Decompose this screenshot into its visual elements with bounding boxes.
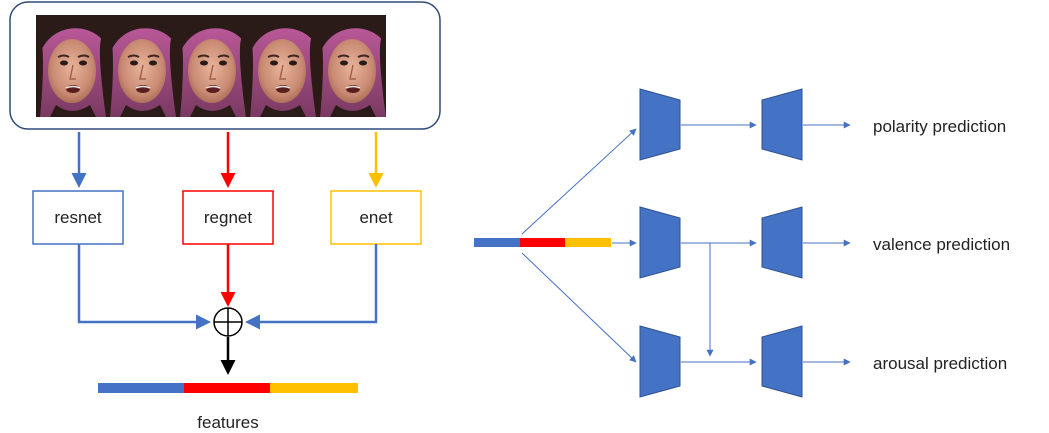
video-frame-3	[175, 14, 247, 118]
regnet-box	[182, 190, 274, 245]
polarity-encoder-block	[639, 88, 681, 161]
polarity-prediction-label: polarity prediction	[873, 117, 1006, 136]
enet-label: enet	[359, 208, 392, 227]
polarity-decoder-block	[761, 88, 803, 161]
video-frame-2	[105, 14, 177, 118]
features-label: features	[197, 413, 258, 432]
arousal-prediction-label: arousal prediction	[873, 354, 1007, 373]
valence-prediction-label: valence prediction	[873, 235, 1010, 254]
enet-to-fusion-arrow	[245, 244, 378, 330]
resnet-to-fusion-arrow	[77, 244, 211, 330]
video-frame-4	[245, 14, 317, 118]
valence-decoder-block	[761, 206, 803, 279]
resnet-label: resnet	[54, 208, 102, 227]
concat-circle-plus-icon	[213, 307, 243, 337]
input-to-head1-arrow	[521, 128, 637, 235]
video-frame-1	[35, 14, 107, 118]
input-to-head3-arrow	[521, 252, 637, 363]
arousal-encoder-block	[639, 325, 681, 398]
valence-encoder-block	[639, 206, 681, 279]
input-feature-bar	[474, 238, 611, 247]
features-bar	[98, 383, 358, 393]
arousal-decoder-block	[761, 325, 803, 398]
enet-box	[330, 190, 422, 245]
video-frames-strip	[35, 14, 387, 118]
video-frame-5	[315, 14, 387, 118]
regnet-label: regnet	[204, 208, 252, 227]
